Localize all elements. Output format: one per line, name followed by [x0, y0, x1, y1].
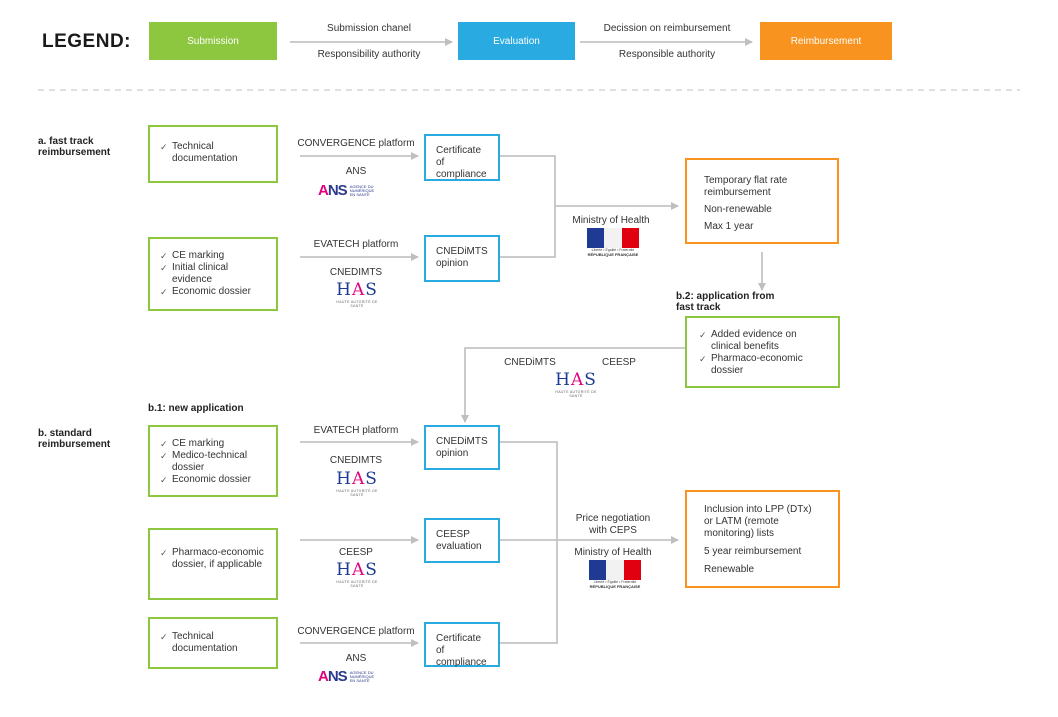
- st-eval-2: CEESP evaluation: [424, 518, 500, 563]
- legend-reimbursement: Reimbursement: [760, 22, 892, 60]
- st-reimbursement: Inclusion into LPP (DTx) or LATM (remote…: [685, 490, 840, 588]
- check-item: Economic dossier: [160, 474, 266, 486]
- st-submission-2: Pharmaco-economic dossier, if applicable: [148, 528, 278, 600]
- ft-eval-1: Certificate of compliance: [424, 134, 500, 181]
- legend-evaluation: Evaluation: [458, 22, 575, 60]
- fast-track-title: a. fast track reimbursement: [38, 136, 111, 158]
- st-channel-1: EVATECH platform: [313, 425, 399, 436]
- ft-channel-2: EVATECH platform: [313, 239, 399, 250]
- legend-arrow2-bottom: Responsible authority: [618, 49, 716, 60]
- b2-authority-2: CEESP: [602, 357, 636, 368]
- marianne-motto: Liberté • Égalité • Fraternité: [593, 580, 637, 584]
- st-authority-1: CNEDIMTS: [329, 455, 383, 466]
- b2-submission: Added evidence on clinical benefits Phar…: [685, 316, 840, 388]
- check-item: Technical documentation: [160, 631, 266, 655]
- ans-logo-text: AGENCE DU NUMÉRIQUE EN SANTÉ: [349, 183, 375, 197]
- has-logo: HAS HAUTE AUTORITÉ DE SANTÉ: [332, 280, 382, 308]
- legend-arrow2-top: Decission on reimbursement: [603, 23, 731, 34]
- ans-logo: ANS AGENCE DU NUMÉRIQUE EN SANTÉ: [318, 182, 375, 199]
- st-eval-1-text: CNEDiMTS opinion: [436, 436, 488, 459]
- check-item: CE marking: [160, 250, 266, 262]
- st-authority-2: CEESP: [339, 547, 373, 558]
- has-logo-text: HAUTE AUTORITÉ DE SANTÉ: [336, 489, 378, 497]
- merge-ft: [500, 155, 556, 258]
- check-item: CE marking: [160, 438, 266, 450]
- ft-channel-1: CONVERGENCE platform: [297, 138, 415, 149]
- b2-title: b.2: application from fast track: [676, 291, 775, 313]
- marianne-logo: Liberté • Égalité • Fraternité RÉPUBLIQU…: [585, 228, 641, 257]
- ft-reimb-1: Temporary flat rate reimbursement: [704, 175, 788, 198]
- st-authority-3: ANS: [345, 653, 367, 664]
- st-eval-3-text: Certificate of compliance: [436, 633, 487, 668]
- arrow-b2-return: [461, 347, 685, 423]
- legend-arrow1-bottom: Responsibility authority: [317, 49, 421, 60]
- marianne-title: RÉPUBLIQUE FRANÇAISE: [589, 584, 641, 589]
- check-item: Economic dossier: [160, 286, 266, 298]
- ft-eval-2-text: CNEDiMTS opinion: [436, 246, 488, 269]
- marianne-title: RÉPUBLIQUE FRANÇAISE: [587, 252, 639, 257]
- ft-authority-2: CNEDIMTS: [329, 267, 383, 278]
- st-eval-2-text: CEESP evaluation: [436, 529, 482, 552]
- st-submission-1: CE marking Medico-technical dossier Econ…: [148, 425, 278, 497]
- ft-eval-1-text: Certificate of compliance: [436, 145, 487, 180]
- st-eval-3: Certificate of compliance: [424, 622, 500, 668]
- ans-logo-text: AGENCE DU NUMÉRIQUE EN SANTÉ: [349, 669, 375, 683]
- check-item: Added evidence on clinical benefits: [699, 329, 826, 353]
- ans-logo: ANS AGENCE DU NUMÉRIQUE EN SANTÉ: [318, 668, 375, 685]
- st-reimb-1: Inclusion into LPP (DTx) or LATM (remote…: [704, 504, 812, 539]
- has-logo: HAS HAUTE AUTORITÉ DE SANTÉ: [551, 370, 601, 398]
- ft-submission-1: Technical documentation: [148, 125, 278, 183]
- has-logo: HAS HAUTE AUTORITÉ DE SANTÉ: [332, 469, 382, 497]
- ft-reimbursement: Temporary flat rate reimbursement Non-re…: [685, 158, 839, 244]
- check-item: Pharmaco-economic dossier, if applicable: [160, 547, 266, 571]
- ft-ministry: Ministry of Health: [572, 215, 650, 226]
- st-eval-1: CNEDiMTS opinion: [424, 425, 500, 470]
- st-channel-3: CONVERGENCE platform: [297, 626, 415, 637]
- b1-title: b.1: new application: [148, 403, 244, 414]
- standard-title: b. standard reimbursement: [38, 428, 111, 450]
- has-logo-text: HAUTE AUTORITÉ DE SANTÉ: [336, 300, 378, 308]
- check-item: Technical documentation: [160, 141, 266, 165]
- ft-submission-2: CE marking Initial clinical evidence Eco…: [148, 237, 278, 311]
- st-reimb-3: Renewable: [704, 564, 755, 575]
- st-reimb-2: 5 year reimbursement: [704, 546, 802, 557]
- merge-st: [500, 441, 558, 644]
- check-item: Initial clinical evidence: [160, 262, 266, 286]
- check-item: Medico-technical dossier: [160, 450, 266, 474]
- st-ministry: Ministry of Health: [574, 547, 652, 558]
- ft-eval-2: CNEDiMTS opinion: [424, 235, 500, 282]
- check-item: Pharmaco-economic dossier: [699, 353, 826, 377]
- marianne-motto: Liberté • Égalité • Fraternité: [591, 248, 635, 252]
- legend-title: LEGEND:: [42, 31, 131, 52]
- ft-reimb-2: Non-renewable: [704, 204, 772, 215]
- b2-authority-1: CNEDiMTS: [504, 357, 556, 368]
- has-logo: HAS HAUTE AUTORITÉ DE SANTÉ: [332, 560, 382, 588]
- legend-submission: Submission: [149, 22, 277, 60]
- ft-reimb-3: Max 1 year: [704, 221, 754, 232]
- has-logo-text: HAUTE AUTORITÉ DE SANTÉ: [336, 580, 378, 588]
- has-logo-text: HAUTE AUTORITÉ DE SANTÉ: [555, 390, 597, 398]
- legend-arrow1-top: Submission chanel: [327, 23, 411, 34]
- st-submission-3: Technical documentation: [148, 617, 278, 669]
- st-price-negotiation: Price negotiation with CEPS: [575, 513, 651, 536]
- marianne-logo: Liberté • Égalité • Fraternité RÉPUBLIQU…: [587, 560, 643, 589]
- ft-authority-1: ANS: [345, 166, 367, 177]
